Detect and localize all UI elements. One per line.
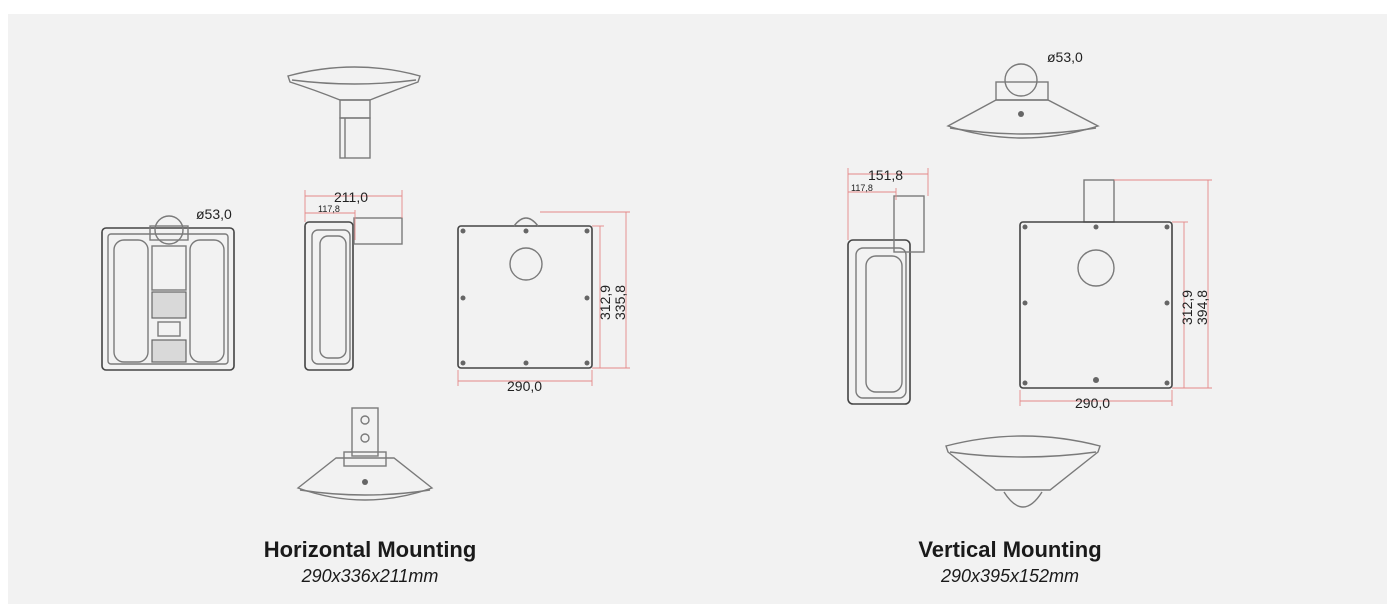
horizontal-depth-inner: 117,8 (318, 204, 340, 214)
diagram-panel (8, 14, 1387, 604)
vertical-pipe-diameter: ø53,0 (1047, 49, 1083, 65)
vertical-height-inner: 312,9 (1179, 290, 1195, 325)
vertical-title: Vertical Mounting (918, 537, 1102, 562)
horizontal-height-outer: 335,8 (612, 285, 628, 320)
vertical-height-outer: 394,8 (1194, 290, 1210, 325)
vertical-top-view (946, 63, 1100, 139)
vertical-back-view (1019, 179, 1212, 406)
vertical-caption: Vertical Mounting 290x395x152mm (840, 536, 1180, 588)
vertical-depth: 151,8 (868, 167, 903, 183)
vertical-bottom-view (945, 435, 1101, 508)
vertical-size: 290x395x152mm (940, 566, 1080, 586)
horizontal-front-view (101, 215, 235, 371)
horizontal-depth: 211,0 (334, 189, 368, 205)
vertical-side-view (847, 168, 929, 405)
horizontal-side-view (304, 190, 403, 371)
vertical-width: 290,0 (1075, 395, 1110, 411)
horizontal-size: 290x336x211mm (301, 566, 439, 586)
horizontal-caption: Horizontal Mounting 290x336x211mm (200, 536, 540, 588)
horizontal-top-view (287, 66, 421, 159)
horizontal-bottom-view (296, 407, 434, 501)
horizontal-title: Horizontal Mounting (263, 537, 477, 562)
horizontal-back-view (457, 211, 630, 386)
horizontal-width: 290,0 (507, 378, 542, 394)
horizontal-height-inner: 312,9 (597, 285, 613, 320)
horizontal-pipe-diameter: ø53,0 (196, 206, 232, 222)
vertical-depth-inner: 117,8 (851, 183, 873, 193)
